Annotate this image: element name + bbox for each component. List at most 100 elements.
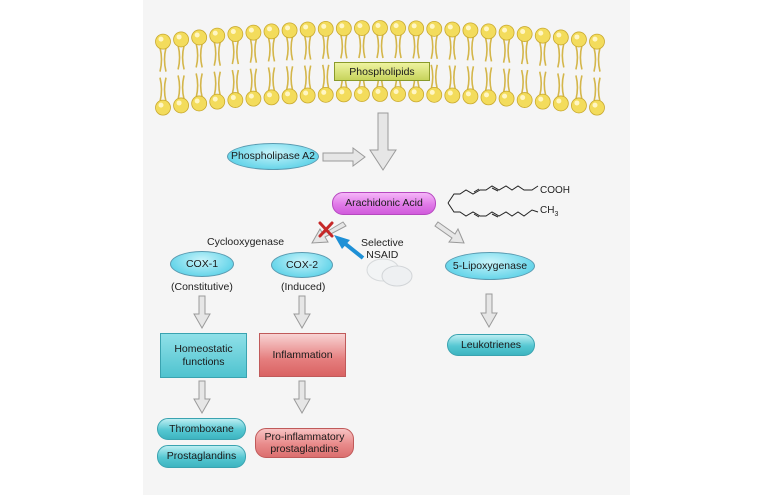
lipid-head-highlight <box>411 23 417 29</box>
lipid-head-highlight <box>429 23 435 29</box>
lipid-head-highlight <box>176 34 182 40</box>
lipid-head-highlight <box>520 95 526 101</box>
proinflam-line1: Pro-inflammatory <box>264 430 345 443</box>
lipid-head-highlight <box>230 29 236 35</box>
diagram-panel <box>143 0 630 495</box>
phospholipid-molecule <box>317 20 334 103</box>
phospholipid-molecule <box>462 22 479 105</box>
lipid-head-highlight <box>357 23 363 29</box>
thromboxane-node: Thromboxane <box>157 418 246 440</box>
lipid-head-highlight <box>303 24 309 30</box>
phospholipid-molecule <box>263 23 280 106</box>
inflammation-box: Inflammation <box>259 333 346 377</box>
leukotrienes-node: Leukotrienes <box>447 334 535 356</box>
lipid-head-highlight <box>212 96 218 102</box>
lipid-head-highlight <box>520 29 526 35</box>
lipid-head-highlight <box>248 93 254 99</box>
phospholipids-label: Phospholipids <box>334 62 430 81</box>
lipid-head-highlight <box>465 91 471 97</box>
constitutive-label: (Constitutive) <box>171 281 233 293</box>
ch3-text: CH <box>540 205 555 216</box>
ch3-label: CH3 <box>540 205 558 219</box>
lipid-head-highlight <box>158 36 164 42</box>
homeostatic-line1: Homeostatic <box>174 343 233 356</box>
phospholipid-molecule <box>426 20 443 103</box>
lipid-head-highlight <box>321 23 327 29</box>
nsaid-label-line1: Selective <box>361 237 404 249</box>
lipid-head-highlight <box>447 24 453 30</box>
lipid-head-highlight <box>230 95 236 101</box>
lipid-head-highlight <box>556 32 562 38</box>
arrow-membrane-down <box>369 112 397 171</box>
phospholipid-molecule <box>191 29 208 112</box>
lipid-head-highlight <box>502 27 508 33</box>
phospholipid-molecule <box>516 26 533 108</box>
arrow-homeostatic-down <box>193 380 211 415</box>
lipid-head-highlight <box>465 25 471 31</box>
homeostatic-line2: functions <box>182 355 225 368</box>
lipid-head-highlight <box>556 98 562 104</box>
lipid-head-highlight <box>194 98 200 104</box>
lipoxygenase-node: 5-Lipoxygenase <box>445 252 535 280</box>
lipid-head-highlight <box>212 30 218 36</box>
lipid-head-highlight <box>429 89 435 95</box>
lipid-head-highlight <box>339 23 345 29</box>
lipid-head-highlight <box>574 100 580 106</box>
arrow-inflammation-down <box>293 380 311 415</box>
phospholipid-molecule <box>589 33 605 116</box>
phospholipid-molecule <box>227 26 244 108</box>
phospholipid-molecule <box>408 20 425 103</box>
arachidonic-structure <box>447 185 539 218</box>
lipid-head-highlight <box>484 26 489 32</box>
lipid-head-highlight <box>303 90 309 96</box>
phospholipid-molecule <box>173 31 189 114</box>
lipid-head-highlight <box>285 91 291 97</box>
cox2-node: COX-2 <box>271 252 333 278</box>
phospholipid-molecule <box>571 31 587 114</box>
phospholipase-a2-node: Phospholipase A2 <box>227 143 319 170</box>
lipid-head-highlight <box>447 90 453 96</box>
cox1-node: COX-1 <box>170 251 234 277</box>
cyclooxygenase-label: Cyclooxygenase <box>207 236 285 248</box>
lipid-head-highlight <box>592 102 598 108</box>
arrow-cox1-down <box>193 295 211 330</box>
nsaid-pill-icon-2 <box>381 265 413 287</box>
arrow-cox2-down <box>293 295 311 330</box>
nsaid-label-line2: NSAID <box>366 249 399 262</box>
arrow-phospholipase <box>322 147 366 167</box>
phospholipid-molecule <box>299 21 316 104</box>
homeostatic-functions-box: Homeostatic functions <box>160 333 247 378</box>
lipid-head-highlight <box>267 26 272 32</box>
phospholipid-molecule <box>498 24 515 107</box>
arrow-lipoxygenase-down <box>480 293 498 329</box>
nsaid-arrowhead <box>334 235 350 249</box>
lipid-head-highlight <box>267 92 272 98</box>
phospholipid-molecule <box>155 33 171 116</box>
lipid-head-highlight <box>502 93 508 99</box>
lipid-head-highlight <box>285 25 291 31</box>
phospholipid-molecule <box>209 27 226 110</box>
lipid-head-highlight <box>538 96 544 102</box>
induced-label: (Induced) <box>281 281 326 293</box>
pro-inflammatory-prostaglandins-node: Pro-inflammatory prostaglandins <box>255 428 354 458</box>
phospholipid-molecule <box>534 27 551 110</box>
phospholipid-molecule <box>245 24 262 107</box>
prostaglandins-node: Prostaglandins <box>157 445 246 468</box>
ch3-subscript: 3 <box>554 211 559 218</box>
lipid-head-highlight <box>538 30 544 36</box>
lipid-head-highlight <box>375 23 381 28</box>
cooh-label: COOH <box>540 185 570 196</box>
nsaid-inhibitor-arrow <box>341 240 365 260</box>
arachidonic-acid-node: Arachidonic Acid <box>332 192 436 215</box>
lipid-head-highlight <box>357 89 363 95</box>
lipid-head-highlight <box>393 23 399 29</box>
arrow-to-lipoxygenase <box>434 221 465 244</box>
lipid-head-highlight <box>321 89 327 95</box>
phospholipid-molecule <box>281 22 298 105</box>
phospholipid-molecule <box>480 23 497 106</box>
lipid-head-highlight <box>248 27 254 33</box>
lipid-head-highlight <box>411 89 417 95</box>
lipid-head-highlight <box>375 89 381 94</box>
